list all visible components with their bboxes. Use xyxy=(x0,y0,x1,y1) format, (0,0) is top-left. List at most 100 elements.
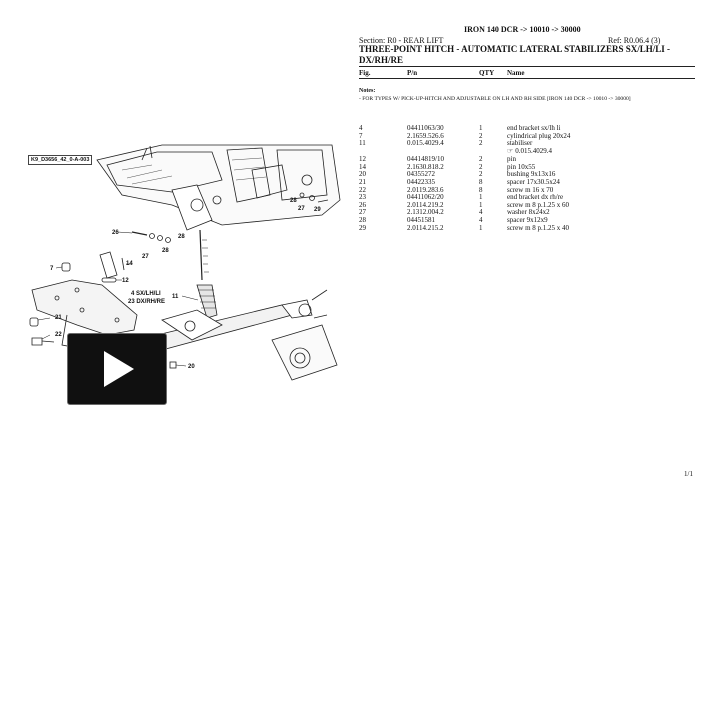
svg-text:26: 26 xyxy=(112,230,119,236)
column-header-qty: QTY xyxy=(479,69,495,77)
notes-text: - FOR TYPES W/ PICK-UP-HITCH AND ADJUSTA… xyxy=(359,96,631,102)
part-row: 26 2.0114.219.2 1 screw m 8 p.1.25 x 60 xyxy=(359,200,695,210)
part-number: 04422335 xyxy=(407,178,435,187)
part-fig: 21 xyxy=(359,178,366,187)
notes-title: Notes: xyxy=(359,88,376,94)
part-name: spacer 9x12x9 xyxy=(507,216,548,225)
part-number: 2.1630.818.2 xyxy=(407,162,444,171)
reference-label: Ref: R0.06.4 (3) xyxy=(608,36,661,45)
part-qty: 2 xyxy=(479,139,483,148)
svg-text:22: 22 xyxy=(55,332,62,338)
svg-text:11: 11 xyxy=(172,294,179,300)
part-row: 20 04355272 2 bushing 9x13x16 xyxy=(359,171,695,179)
part-fig: 23 xyxy=(359,193,366,202)
part-number: 2.0119.283.6 xyxy=(407,185,444,194)
svg-text:27: 27 xyxy=(142,254,149,260)
header-rule-bottom xyxy=(359,78,695,79)
part-number: 0.015.4029.4 xyxy=(407,139,444,148)
part-number: 04451581 xyxy=(407,216,435,225)
part-name: washer 8x24x2 xyxy=(507,208,550,217)
part-name: screw m 8 p.1.25 x 60 xyxy=(507,200,570,209)
part-name: bushing 9x13x16 xyxy=(507,170,556,179)
part-qty: 1 xyxy=(479,200,483,209)
header-rule-top xyxy=(359,66,695,67)
part-row: 29 2.0114.215.2 1 screw m 8 p.1.25 x 40 xyxy=(359,223,695,233)
part-qty: 1 xyxy=(479,223,483,232)
part-qty: 1 xyxy=(479,124,483,132)
page-number: 1/1 xyxy=(684,470,693,478)
diagram-drawing: 26 14 12 7 28 27 28 28 27 29 4 SX/LH/LI … xyxy=(29,144,341,381)
part-fig: 7 xyxy=(359,131,363,140)
part-fig: 12 xyxy=(359,155,366,164)
part-number: 04355272 xyxy=(407,170,435,179)
svg-text:28: 28 xyxy=(290,198,297,204)
reference-part-number[interactable]: 0.015.4029.4 xyxy=(515,146,553,155)
svg-text:4 SX/LH/LI: 4 SX/LH/LI xyxy=(131,291,161,297)
model-title: IRON 140 DCR -> 10010 -> 30000 xyxy=(464,25,581,34)
part-number: 04414819/10 xyxy=(407,155,444,164)
part-fig: 27 xyxy=(359,208,366,217)
part-number: 2.0114.215.2 xyxy=(407,223,444,232)
part-fig: 4 xyxy=(359,124,363,132)
part-name: cylindrical plug 20x24 xyxy=(507,131,571,140)
part-qty: 2 xyxy=(479,162,483,171)
part-qty: 8 xyxy=(479,178,483,187)
part-row: 11 0.015.4029.4 2 stabiliser xyxy=(359,140,695,148)
svg-text:12: 12 xyxy=(122,278,129,284)
part-name: end bracket dx rh/re xyxy=(507,193,564,202)
column-header-fig: Fig. xyxy=(359,69,371,77)
part-qty: 2 xyxy=(479,155,483,164)
part-name: spacer 17x30.5x24 xyxy=(507,178,560,187)
part-fig: 20 xyxy=(359,170,366,179)
part-name: stabiliser xyxy=(507,139,533,148)
page-title: THREE-POINT HITCH - AUTOMATIC LATERAL ST… xyxy=(359,44,670,65)
part-row: 28 04451581 4 spacer 9x12x9 xyxy=(359,216,695,225)
part-row: 27 2.1312.004.2 4 washer 8x24x2 xyxy=(359,209,695,217)
part-fig: 22 xyxy=(359,185,366,194)
part-number: 04411062/20 xyxy=(407,193,444,202)
part-fig: 28 xyxy=(359,216,366,225)
exploded-diagram: 26 14 12 7 28 27 28 28 27 29 4 SX/LH/LI … xyxy=(22,140,342,405)
svg-text:7: 7 xyxy=(50,266,54,272)
part-name: screw m 8 p.1.25 x 40 xyxy=(507,223,570,232)
part-name: screw m 16 x 70 xyxy=(507,185,554,194)
part-row: 23 04411062/20 1 end bracket dx rh/re xyxy=(359,194,695,202)
part-qty: 1 xyxy=(479,193,483,202)
part-number: 2.1312.004.2 xyxy=(407,208,444,217)
part-fig: 26 xyxy=(359,200,366,209)
part-qty: 8 xyxy=(479,185,483,194)
part-number: 2.1659.526.6 xyxy=(407,131,444,140)
svg-text:28: 28 xyxy=(178,234,185,240)
part-fig: 11 xyxy=(359,139,366,148)
play-button[interactable] xyxy=(67,333,167,405)
part-row: 22 2.0119.283.6 8 screw m 16 x 70 xyxy=(359,185,695,195)
part-qty: 2 xyxy=(479,131,483,140)
svg-text:29: 29 xyxy=(314,207,321,213)
part-number: 2.0114.219.2 xyxy=(407,200,444,209)
svg-text:28: 28 xyxy=(162,248,169,254)
svg-text:23 DX/RH/RE: 23 DX/RH/RE xyxy=(128,299,165,305)
part-name: pin 10x55 xyxy=(507,162,536,171)
column-header-pn: P/n xyxy=(407,69,418,77)
part-name: end bracket sx/lh li xyxy=(507,124,561,132)
part-fig: 14 xyxy=(359,162,366,171)
part-row: 14 2.1630.818.2 2 pin 10x55 xyxy=(359,162,695,172)
play-icon xyxy=(104,351,134,387)
part-row: 21 04422335 8 spacer 17x30.5x24 xyxy=(359,178,695,187)
part-qty: 2 xyxy=(479,170,483,179)
part-name: ☞0.015.4029.4 xyxy=(507,146,553,156)
hand-pointer-icon: ☞ xyxy=(507,146,514,155)
section-label: Section: R0 - REAR LIFT xyxy=(359,36,444,45)
part-row: 7 2.1659.526.6 2 cylindrical plug 20x24 xyxy=(359,131,695,141)
part-subrow: ☞0.015.4029.4 xyxy=(359,146,695,157)
svg-text:27: 27 xyxy=(298,206,305,212)
part-qty: 4 xyxy=(479,208,483,217)
svg-text:20: 20 xyxy=(188,364,195,370)
diagram-code-label: K9_D3656_42_0-A-003 xyxy=(28,155,93,165)
column-header-name: Name xyxy=(507,69,525,77)
part-qty: 4 xyxy=(479,216,483,225)
part-fig: 29 xyxy=(359,223,366,232)
